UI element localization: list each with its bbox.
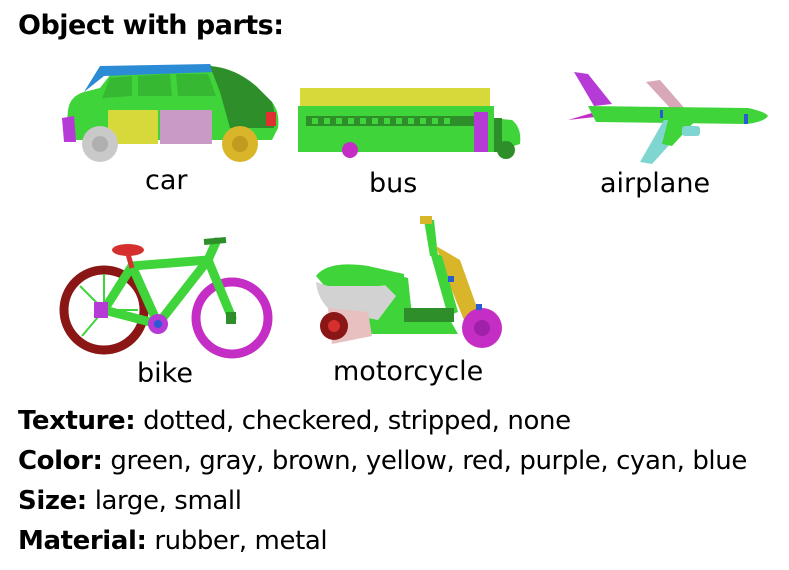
attribute-name: Material: (18, 526, 147, 556)
attribute-texture: Texture: dotted, checkered, stripped, no… (18, 406, 571, 436)
motorcycle-illustration (308, 216, 504, 356)
attribute-values: dotted, checkered, stripped, none (143, 406, 571, 436)
attribute-color: Color: green, gray, brown, yellow, red, … (18, 446, 747, 476)
attribute-values: green, gray, brown, yellow, red, purple,… (110, 446, 747, 476)
attribute-name: Color: (18, 446, 103, 476)
airplane-illustration (568, 70, 770, 166)
bike-illustration (58, 236, 276, 359)
page-title: Object with parts: (18, 10, 284, 41)
car-label: car (145, 165, 188, 196)
airplane-label: airplane (600, 168, 711, 199)
car-illustration (60, 62, 282, 166)
attribute-values: large, small (94, 486, 242, 516)
motorcycle-label: motorcycle (333, 356, 484, 387)
bike-label: bike (137, 358, 193, 389)
attribute-size: Size: large, small (18, 486, 242, 516)
bus-illustration (298, 88, 524, 159)
attribute-name: Size: (18, 486, 87, 516)
bus-label: bus (369, 168, 418, 199)
attribute-name: Texture: (18, 406, 136, 436)
attribute-values: rubber, metal (154, 526, 328, 556)
attribute-material: Material: rubber, metal (18, 526, 328, 556)
